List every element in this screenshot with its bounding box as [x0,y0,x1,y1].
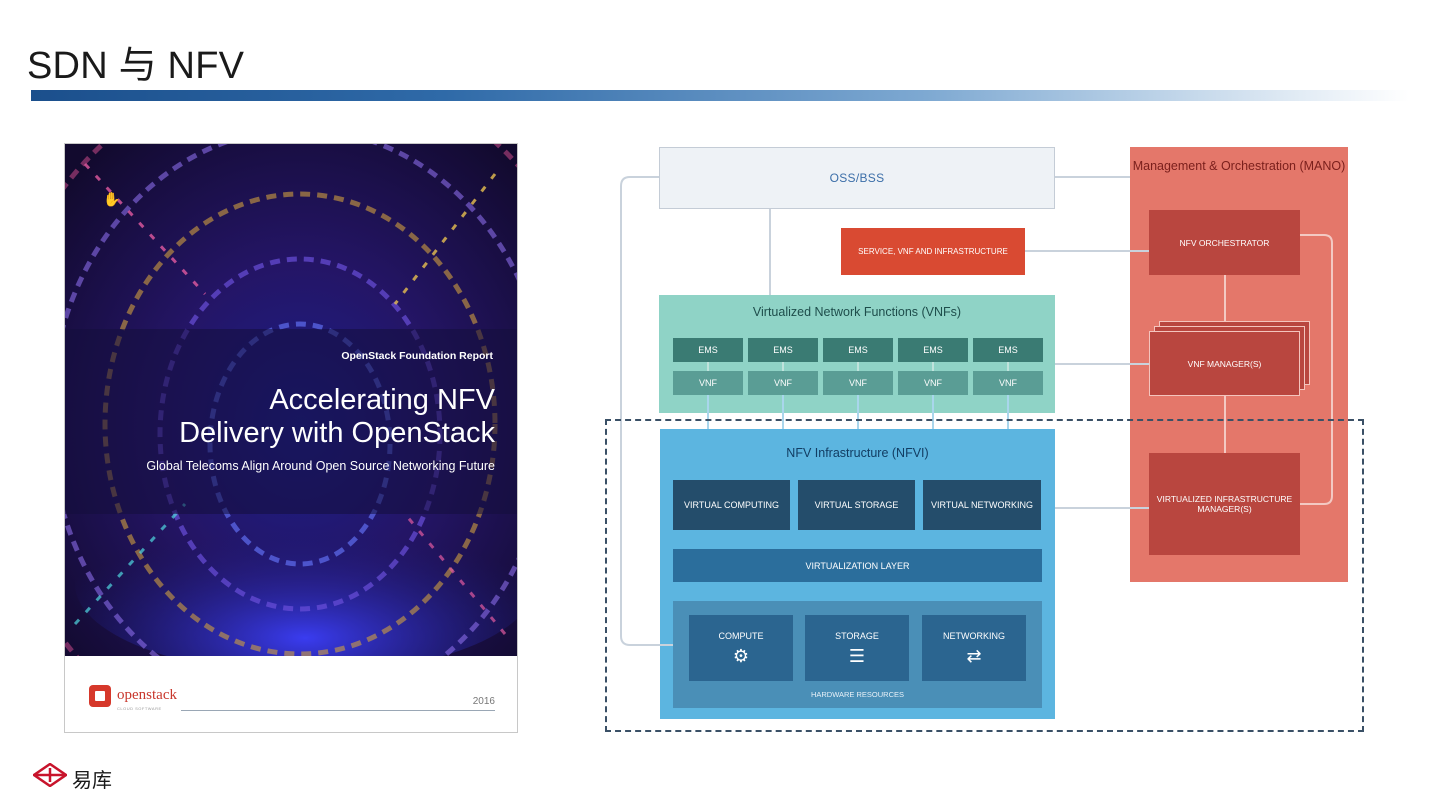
openstack-tagline: CLOUD SOFTWARE [117,706,162,711]
cover-headline-line-1: Accelerating NFV [269,384,495,416]
cover-headline: Accelerating NFV Delivery with OpenStack [75,384,495,450]
compute-box: COMPUTE ⚙ [689,615,793,681]
ems-box: EMS [973,338,1043,362]
openstack-brand: openstack [117,687,177,703]
vnf-box: VNF [673,371,743,395]
storage-label: STORAGE [835,631,879,641]
orchestrator-to-vim-line [1300,234,1333,505]
compute-label: COMPUTE [718,631,764,641]
ems-box: EMS [748,338,818,362]
virtual-networking-box: VIRTUAL NETWORKING [923,480,1041,530]
company-logo-text: 易库 [72,770,112,792]
slide-title: SDN 与 NFV [27,45,245,87]
service-vnf-infrastructure-box: SERVICE, VNF AND INFRASTRUCTURE [841,228,1025,275]
cover-headline-line-2: Delivery with OpenStack [179,417,495,449]
company-logo-icon [33,763,67,787]
ems-box: EMS [898,338,968,362]
virtualization-layer-box: VIRTUALIZATION LAYER [673,549,1042,582]
database-icon: ☰ [848,646,866,666]
vnf-title: Virtualized Network Functions (VNFs) [752,305,962,319]
cover-text-band [65,329,517,514]
vnf-managers-box: VNF MANAGER(S) [1149,331,1300,396]
vim-box: VIRTUALIZED INFRASTRUCTURE MANAGER(S) [1149,453,1300,555]
oss-bss-label: OSS/BSS [829,171,885,185]
cover-year: 2016 [472,696,495,707]
virtual-storage-box: VIRTUAL STORAGE [798,480,915,530]
cover-subheadline: Global Telecoms Align Around Open Source… [146,459,495,473]
networking-box: NETWORKING ⇄ [922,615,1026,681]
vnf-box: VNF [898,371,968,395]
networking-label: NETWORKING [943,631,1005,641]
gears-icon: ⚙ [732,646,750,666]
oss-bss-box: OSS/BSS [659,147,1055,209]
mano-title: Management & Orchestration (MANO) [1132,159,1346,173]
cover-footer [65,656,517,732]
title-gradient-rule [31,90,1409,101]
nfvi-title: NFV Infrastructure (NFVI) [786,446,929,460]
vnf-box: VNF [823,371,893,395]
vnf-box: VNF [748,371,818,395]
ems-box: EMS [823,338,893,362]
hardware-resources-title: HARDWARE RESOURCES [810,690,905,699]
cover-report-label: OpenStack Foundation Report [341,350,493,362]
arrows-exchange-icon: ⇄ [966,646,982,666]
ems-box: EMS [673,338,743,362]
oss-to-hardware-line [620,176,673,646]
hand-icon: ✋ [103,191,120,207]
cover-footer-line [181,710,495,711]
openstack-logo-icon [89,685,111,707]
virtual-computing-box: VIRTUAL COMPUTING [673,480,790,530]
vnf-box: VNF [973,371,1043,395]
report-cover: ✋ OpenStack Foundation Report Accelerati… [64,143,518,733]
nfv-orchestrator-box: NFV ORCHESTRATOR [1149,210,1300,275]
nfvi-boundary [605,419,1364,732]
storage-box: STORAGE ☰ [805,615,909,681]
